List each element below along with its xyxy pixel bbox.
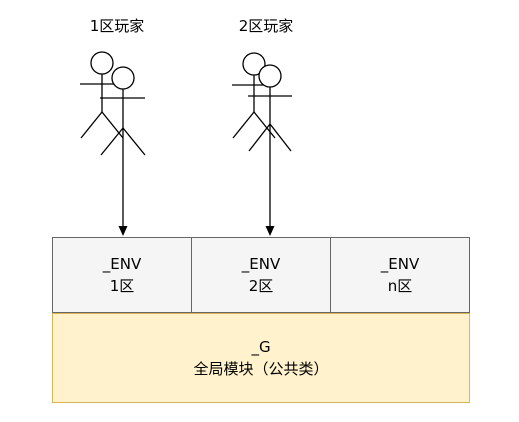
player-group-label-1: 1区玩家 [89, 17, 145, 35]
arrow-to-zone-2 [265, 124, 275, 236]
env-box-zone-1: _ENV 1区 [52, 237, 192, 313]
env-box-title: _ENV [241, 255, 281, 273]
global-box-description: 全局模块（公共类） [193, 360, 329, 378]
env-box-title: _ENV [102, 255, 142, 273]
stick-figure-icon [100, 66, 146, 156]
env-box-zone-n: _ENV n区 [330, 237, 470, 313]
global-box-title: _G [251, 338, 271, 356]
stick-figure-icon [248, 64, 292, 152]
arrow-to-zone-1 [118, 128, 128, 236]
stick-figure-icon [80, 51, 124, 139]
env-box-zone: 1区 [109, 277, 135, 295]
env-box-zone: n区 [387, 277, 413, 295]
env-box-zone: 2区 [248, 277, 274, 295]
global-module-box: _G 全局模块（公共类） [52, 313, 470, 403]
player-group-label-2: 2区玩家 [238, 17, 294, 35]
env-box-zone-2: _ENV 2区 [191, 237, 331, 313]
env-box-title: _ENV [380, 255, 420, 273]
stick-figure-icon [232, 52, 276, 139]
